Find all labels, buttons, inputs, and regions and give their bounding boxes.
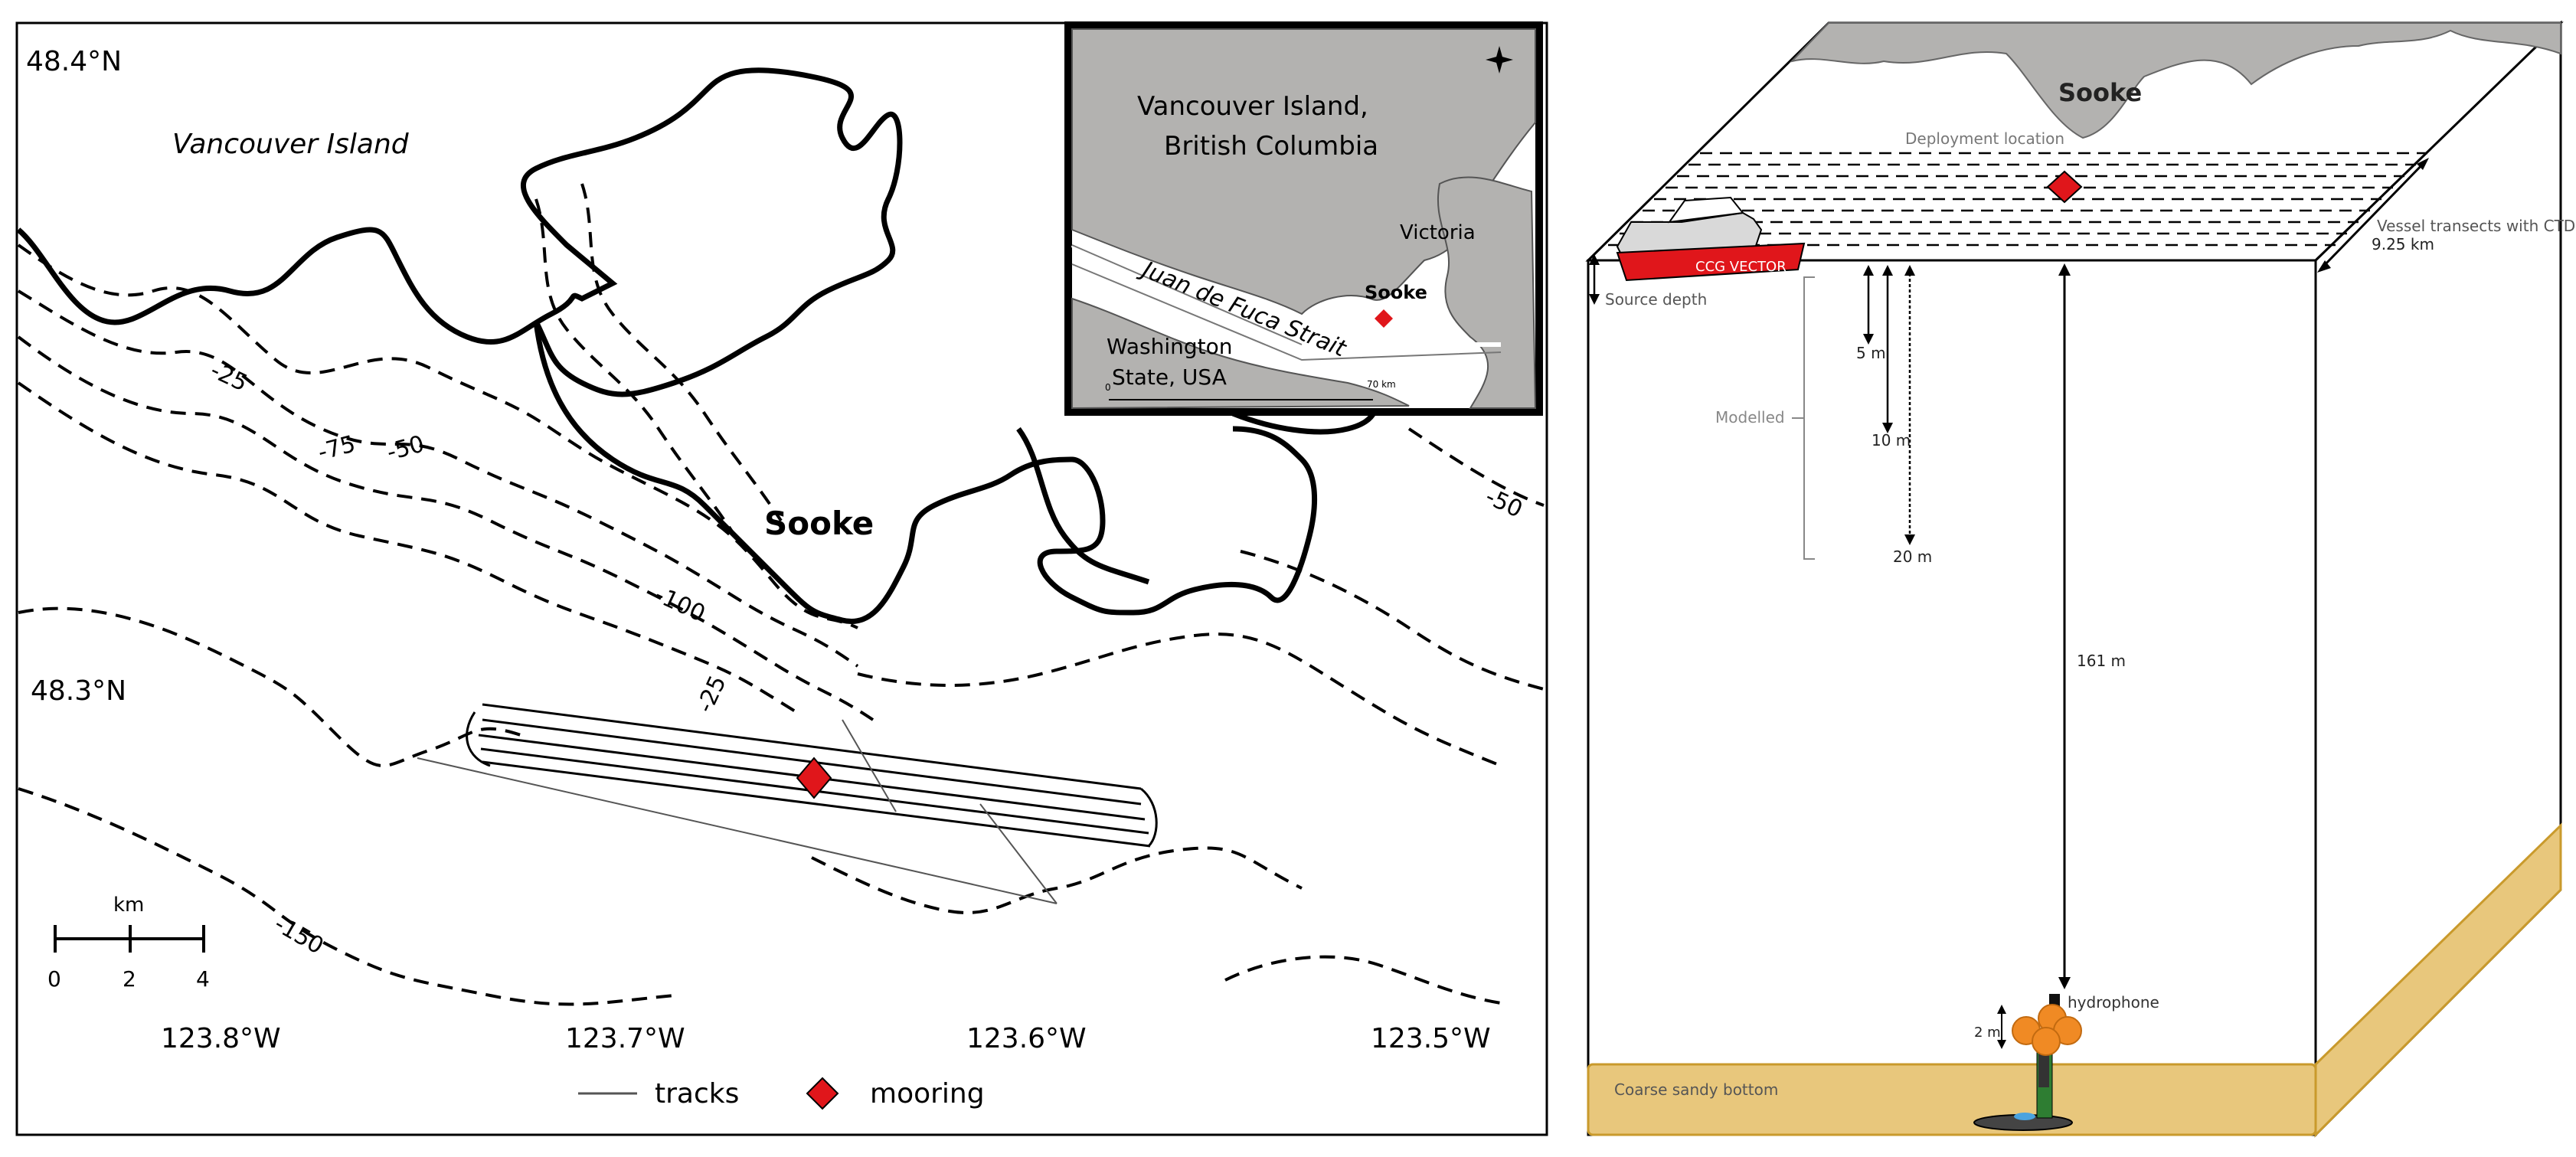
hydrophone-height-label: 2 m [1974, 1025, 2001, 1041]
contour-line [580, 183, 783, 522]
inset-scale-end: 70 km [1367, 379, 1396, 390]
contour-line [18, 787, 675, 1006]
inset-victoria-label: Victoria [1400, 221, 1476, 244]
inset-washington [1071, 297, 1410, 410]
arrow-head [2317, 260, 2331, 273]
inset-shipping-lane-edge [1071, 263, 1502, 361]
legend-mooring-label: mooring [870, 1078, 985, 1110]
depth-label: 20 m [1893, 547, 1932, 566]
water-depth-label: 161 m [2077, 652, 2126, 670]
arrow-head [2417, 158, 2429, 170]
arrow-head [1882, 423, 1893, 433]
contour-line [857, 632, 1502, 767]
coastline-north [16, 67, 903, 397]
arrow-head [1589, 254, 1600, 265]
arrow-head [1997, 1040, 2006, 1049]
track-line [466, 711, 491, 767]
arrow-head [1863, 265, 1874, 276]
contour-line [17, 289, 859, 668]
vessel-name-label: CCG VECTOR [1695, 259, 1787, 275]
contour-line [1240, 550, 1545, 691]
inset-scale-start: 0 [1105, 382, 1111, 393]
arrow-head [1997, 1005, 2006, 1014]
arrow-head [1863, 334, 1874, 345]
arrow-head [1882, 265, 1893, 276]
compass-rose-icon [1486, 46, 1513, 74]
source-depth-label: Source depth [1605, 290, 1707, 309]
track-line [417, 757, 1058, 904]
lon-label: 123.8°W [161, 1023, 281, 1054]
inset-shipping-lane-edge [1071, 244, 1303, 345]
lat-label-top: 48.4°N [26, 46, 122, 77]
deployment-marker [2046, 170, 2083, 204]
scale-tick-label: 0 [47, 966, 61, 992]
sandy-bottom-front [1587, 1063, 2317, 1136]
water-column-front [1587, 259, 2317, 1136]
contour-line [1407, 427, 1545, 507]
scale-unit: km [113, 894, 144, 917]
inset-washington-label: Washington [1107, 334, 1233, 359]
right-diagram-panel: Sooke Deployment location Vessel transec… [1585, 20, 2575, 1138]
contour-line [534, 198, 737, 538]
inset-region-label: British Columbia [1164, 131, 1378, 162]
track-line [482, 760, 1151, 848]
release-icon [2014, 1113, 2035, 1120]
legend-mooring-swatch [806, 1077, 839, 1110]
contour-line [811, 846, 1303, 914]
modelled-label: Modelled [1715, 408, 1785, 427]
sooke-label: Sooke [764, 505, 874, 542]
depth-label: 5 m [1856, 344, 1886, 362]
bathymetry-contours [17, 183, 1545, 1006]
transects-label: Vessel transects with CTD [2377, 217, 2575, 235]
sandy-bottom-side [2314, 822, 2562, 1138]
vessel-icon [1616, 196, 1806, 282]
arrow-head [2058, 263, 2071, 276]
coastline [16, 67, 1381, 624]
island-label: Vancouver Island [172, 129, 410, 160]
inset-sooke-marker [1375, 309, 1393, 328]
track-line [482, 703, 1142, 790]
lon-label: 123.7°W [565, 1023, 685, 1054]
hydrophone-label: hydrophone [2068, 993, 2159, 1012]
transect-length-label: 9.25 km [2372, 235, 2434, 253]
inset-region-label: Vancouver Island, [1137, 91, 1368, 122]
deployment-label: Deployment location [1905, 129, 2064, 148]
mooring-marker [796, 757, 832, 799]
left-map-panel: 48.4°N 48.3°N 123.8°W 123.7°W 123.6°W 12… [15, 21, 1548, 1136]
contour-line [17, 243, 858, 629]
contour-line [17, 335, 874, 721]
lon-label: 123.6°W [966, 1023, 1087, 1054]
lat-label-mid: 48.3°N [31, 675, 126, 707]
lon-label: 123.5°W [1371, 1023, 1491, 1054]
coastline-point [1016, 427, 1150, 585]
transect-length-arrow [2319, 159, 2427, 271]
inset-washington-label: State, USA [1112, 364, 1227, 390]
legend-tracks-label: tracks [655, 1078, 739, 1110]
arrow-head [1904, 265, 1915, 276]
diagram-town-label: Sooke [2058, 78, 2142, 107]
inset-map: Vancouver Island, British Columbia Victo… [1064, 21, 1543, 416]
contour-line [1224, 955, 1502, 1005]
shoreline-land [1789, 22, 2561, 139]
track-line [979, 803, 1058, 904]
arrow-head [1589, 294, 1600, 305]
arrow-head [2058, 977, 2071, 989]
scale-tick-label: 2 [123, 966, 136, 992]
float-icon [2032, 1027, 2061, 1056]
contour-line [17, 381, 798, 714]
track-line [842, 719, 897, 812]
coastline-sooke-basin [533, 321, 1317, 624]
depth-label: 10 m [1872, 431, 1911, 449]
map-legend: tracks mooring [578, 1077, 985, 1110]
bottom-label: Coarse sandy bottom [1614, 1080, 1778, 1099]
scale-bar: km 0 2 4 [47, 894, 210, 992]
inset-sooke-label: Sooke [1365, 282, 1427, 303]
arrow-head [1904, 534, 1915, 545]
track-line [1140, 787, 1158, 848]
scale-tick-label: 4 [196, 966, 210, 992]
mooring-assembly [1973, 994, 2082, 1131]
contour-line [18, 606, 521, 767]
